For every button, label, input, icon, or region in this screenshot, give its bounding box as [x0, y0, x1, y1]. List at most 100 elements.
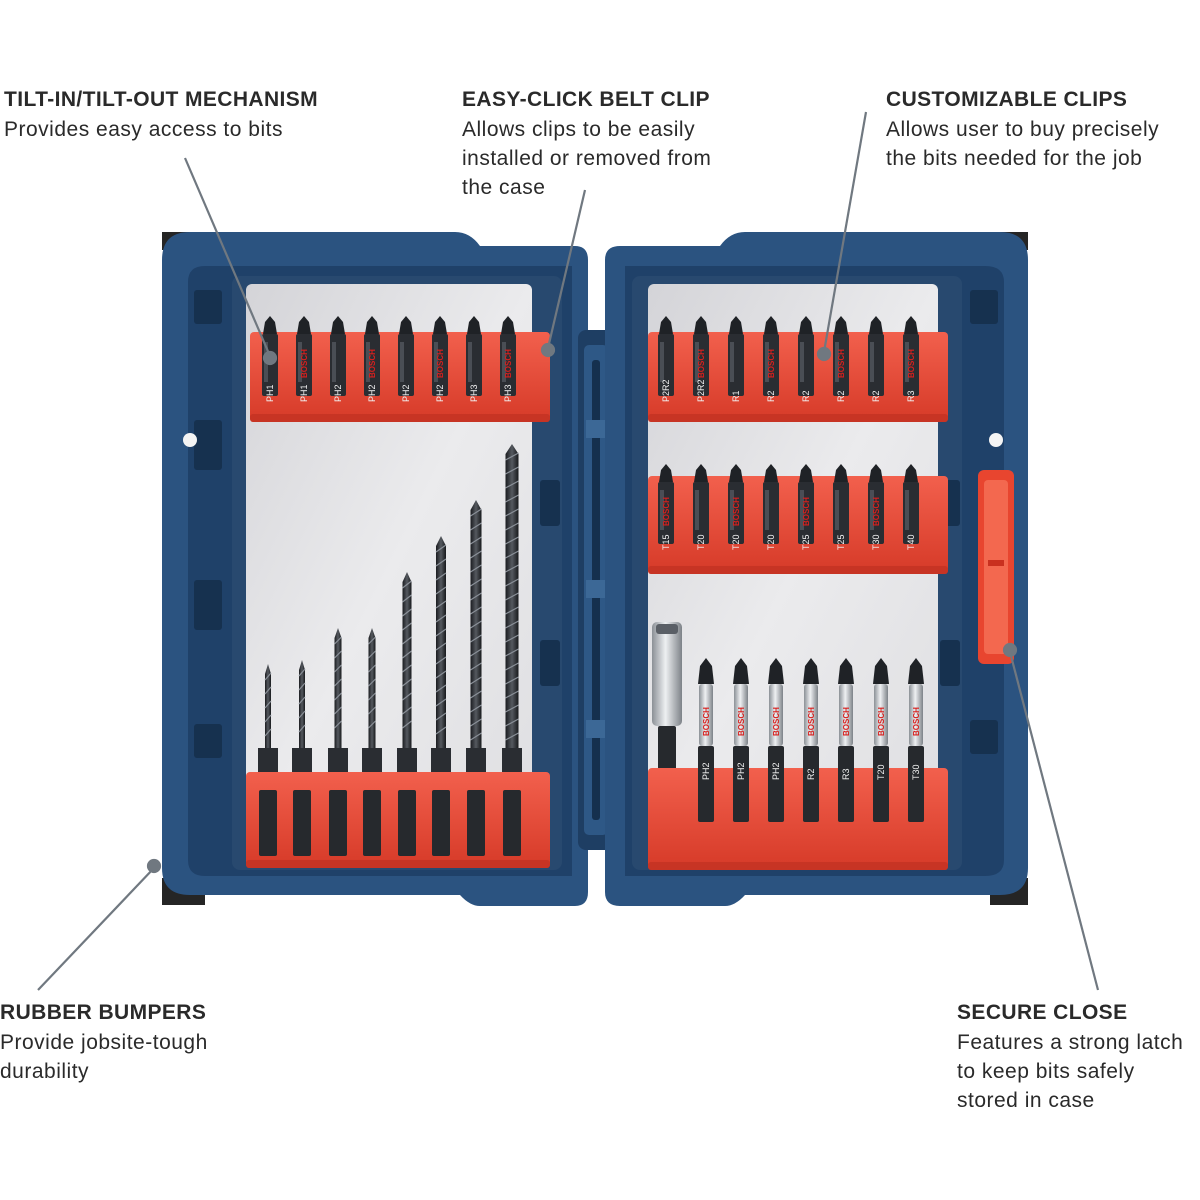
drill-shank	[363, 790, 381, 856]
clip-right-bottom	[648, 768, 948, 870]
bit-label: T30	[871, 534, 881, 550]
bit-label: R2	[806, 768, 816, 780]
bit-label: PH1	[299, 384, 309, 402]
callout-line: the bits needed for the job	[886, 147, 1143, 170]
bit-label: T30	[911, 764, 921, 780]
bit-label: T20	[876, 764, 886, 780]
callout-belt-clip: EASY-CLICK BELT CLIP Allows clips to be …	[462, 88, 711, 202]
brand-label: BOSCH	[662, 497, 671, 526]
leader-belt	[546, 189, 587, 349]
brand-label: BOSCH	[912, 707, 921, 736]
insert-bit: T20	[693, 464, 709, 550]
leader-lines	[37, 111, 1100, 991]
insert-bit: T25	[833, 464, 849, 550]
bit-label: T25	[801, 534, 811, 550]
bit-label: T40	[906, 534, 916, 550]
bit-label: PH2	[701, 762, 711, 780]
bit-label: PH2	[736, 762, 746, 780]
bit-label: P2R2	[696, 379, 706, 402]
brand-label: BOSCH	[807, 707, 816, 736]
insert-bit: BOSCH R3	[903, 316, 919, 402]
callout-line: Allows clips to be easily	[462, 118, 696, 141]
insert-bit: P2R2	[658, 316, 674, 402]
drill-shank	[259, 790, 277, 856]
insert-bit: BOSCH PH2	[364, 316, 380, 402]
callout-secure-close: SECURE CLOSE Features a strong latch to …	[957, 1001, 1183, 1115]
drill-shank	[293, 790, 311, 856]
insert-bit: T40	[903, 464, 919, 550]
callout-title: SECURE CLOSE	[957, 1001, 1128, 1024]
callout-line: stored in case	[957, 1089, 1095, 1112]
brand-label: BOSCH	[872, 497, 881, 526]
leader-tilt	[183, 157, 272, 357]
callout-line: installed or removed from	[462, 147, 712, 170]
leader-dot-belt	[540, 342, 556, 358]
leader-dot-secure	[1002, 642, 1018, 658]
insert-bit: PH2	[398, 316, 414, 402]
bit-label: T25	[836, 534, 846, 550]
brand-label: BOSCH	[732, 497, 741, 526]
bit-label: T20	[766, 534, 776, 550]
brand-label: BOSCH	[300, 349, 309, 378]
brand-label: BOSCH	[737, 707, 746, 736]
bit-label: P2R2	[661, 379, 671, 402]
insert-bit: BOSCH T30	[868, 464, 884, 550]
brand-label: BOSCH	[368, 349, 377, 378]
insert-bit: BOSCH T25	[798, 464, 814, 550]
bit-label: PH3	[469, 384, 479, 402]
brand-label: BOSCH	[907, 349, 916, 378]
callout-line: Provides easy access to bits	[4, 118, 283, 141]
brand-label: BOSCH	[802, 497, 811, 526]
drill-shank	[503, 790, 521, 856]
insert-bit: BOSCH R2	[763, 316, 779, 402]
leader-rubber	[37, 867, 155, 991]
bit-label: PH3	[503, 384, 513, 402]
callout-line: the case	[462, 176, 546, 199]
brand-label: BOSCH	[697, 349, 706, 378]
drill-bit	[466, 500, 486, 808]
callout-tilt-mechanism: TILT-IN/TILT-OUT MECHANISM Provides easy…	[4, 88, 318, 144]
power-bit: BOSCH T30	[908, 658, 924, 822]
bit-label: PH2	[333, 384, 343, 402]
bit-label: PH1	[265, 384, 275, 402]
bit-label: R2	[766, 390, 776, 402]
callout-title: EASY-CLICK BELT CLIP	[462, 88, 710, 111]
drill-shank	[329, 790, 347, 856]
leader-secure	[1008, 651, 1100, 991]
callout-line: Features a strong latch	[957, 1031, 1184, 1054]
leader-dot-custom	[816, 346, 832, 362]
bit-label: R2	[836, 390, 846, 402]
leader-dot-tilt	[262, 350, 278, 366]
insert-bit: PH3	[466, 316, 482, 402]
brand-label: BOSCH	[767, 349, 776, 378]
callout-title: CUSTOMIZABLE CLIPS	[886, 88, 1128, 111]
bit-label: R1	[731, 390, 741, 402]
drill-shank	[398, 790, 416, 856]
insert-bit: BOSCH PH1	[296, 316, 312, 402]
bit-label: PH2	[771, 762, 781, 780]
callout-line: to keep bits safely	[957, 1060, 1135, 1083]
callout-line: Allows user to buy precisely	[886, 118, 1160, 141]
tray-left	[246, 284, 532, 860]
bit-label: R3	[906, 390, 916, 402]
bit-label: R3	[841, 768, 851, 780]
bit-label: R2	[871, 390, 881, 402]
drill-shank	[432, 790, 450, 856]
callout-title: RUBBER BUMPERS	[0, 1001, 207, 1024]
power-bit: BOSCH PH2	[733, 658, 749, 822]
leader-dot-rubber	[146, 858, 162, 874]
bit-label: PH2	[435, 384, 445, 402]
bit-label: PH2	[367, 384, 377, 402]
brand-label: BOSCH	[436, 349, 445, 378]
drill-shank	[467, 790, 485, 856]
insert-bit: PH2	[330, 316, 346, 402]
insert-bit: R2	[868, 316, 884, 402]
